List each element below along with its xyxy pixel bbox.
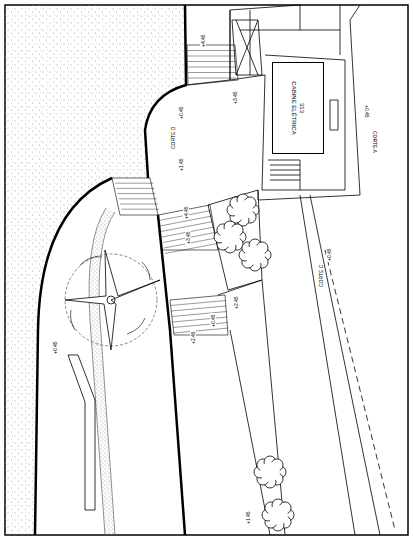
section-mark: CORTE D <box>170 126 176 150</box>
level-mark: +3.45 <box>232 90 238 105</box>
section-mark: CORTE C <box>318 264 324 288</box>
room-name: CABINE ELÉTRICA <box>290 81 298 134</box>
section-mark: CORTE A <box>372 130 378 154</box>
text-group: 313CABINE ELÉTRICA <box>290 81 306 134</box>
building-box: 313CABINE ELÉTRICA <box>272 62 324 154</box>
room-number: 313 <box>298 81 306 134</box>
level-mark: +4.45 <box>200 33 206 48</box>
level-mark: +1.45 <box>178 157 184 172</box>
level-mark: +0.45 <box>178 105 184 120</box>
level-mark: +0.45 <box>364 104 370 119</box>
level-mark: +0.45 <box>52 340 58 355</box>
level-mark: +0.45 <box>326 247 332 262</box>
level-mark: +1.45 <box>245 510 251 525</box>
level-mark: +0.45 <box>210 313 216 328</box>
level-mark: +4.45 <box>183 205 189 220</box>
level-mark: +2.45 <box>190 330 196 345</box>
level-mark: +2.45 <box>233 295 239 310</box>
level-mark: +3.45 <box>185 230 191 245</box>
